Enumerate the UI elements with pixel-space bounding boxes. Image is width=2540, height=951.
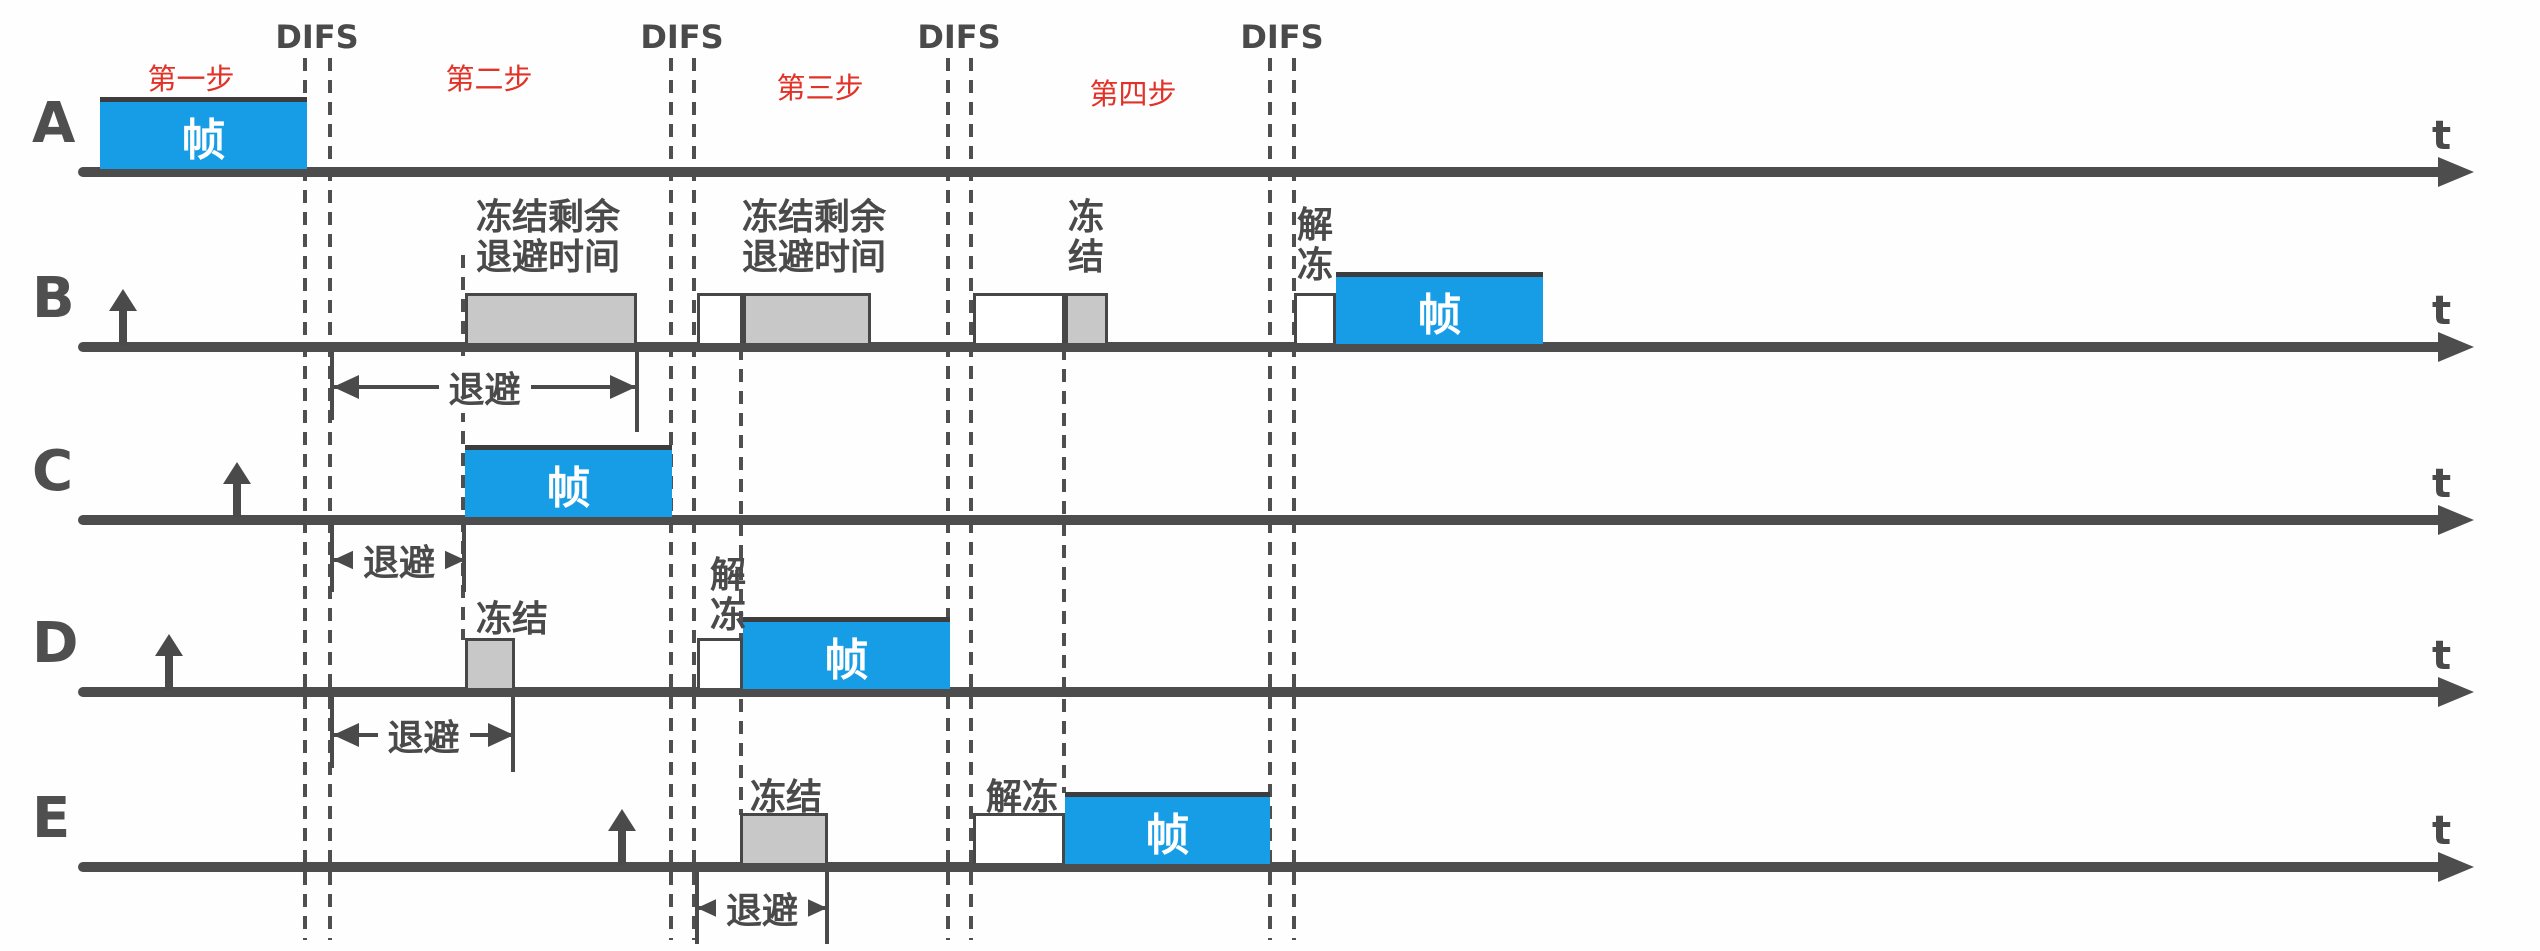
unfreeze-label-b4: 解 冻 xyxy=(1296,205,1334,286)
difs-label: DIFS xyxy=(640,18,724,56)
frame-label-C: 帧 xyxy=(546,462,591,514)
backoff-arrow-E: 退避 xyxy=(697,882,827,934)
row-label-B: B xyxy=(32,266,75,331)
dimension-extension-line xyxy=(330,352,334,420)
frozen-backoff-box-B xyxy=(1065,293,1108,343)
difs-label: DIFS xyxy=(1240,18,1324,56)
timeline-C xyxy=(78,515,2438,525)
frame-label-A: 帧 xyxy=(181,114,226,166)
event-connector-dashed-line xyxy=(739,347,743,815)
time-axis-label-B: t xyxy=(2432,288,2452,334)
backoff-arrow-B: 退避 xyxy=(333,361,636,413)
freeze-label-b3: 冻 结 xyxy=(1067,197,1105,278)
backoff-label-C: 退避 xyxy=(352,534,446,586)
backoff-arrow-D: 退避 xyxy=(333,709,514,761)
frame-arrival-arrow-B xyxy=(109,289,137,345)
timeline-arrowhead-A xyxy=(2438,157,2474,187)
resumed-backoff-box-B xyxy=(1294,293,1336,343)
freeze-remaining-backoff-label-2: 冻结剩余 退避时间 xyxy=(741,197,887,278)
time-axis-label-A: t xyxy=(2432,113,2452,159)
freeze-label-d: 冻结 xyxy=(475,599,549,640)
difs-dashed-line xyxy=(1292,58,1296,940)
difs-dashed-line xyxy=(1268,58,1272,940)
backoff-label-D: 退避 xyxy=(377,709,470,761)
timeline-arrowhead-D xyxy=(2438,677,2474,707)
backoff-arrow-C: 退避 xyxy=(333,534,465,586)
time-axis-label-C: t xyxy=(2432,461,2452,507)
row-label-E: E xyxy=(32,786,71,851)
row-label-D: D xyxy=(32,611,79,676)
frozen-backoff-box-E xyxy=(740,813,828,863)
difs-dashed-line xyxy=(328,58,332,940)
resumed-backoff-box-D xyxy=(697,638,743,688)
time-axis-label-E: t xyxy=(2432,808,2452,854)
timeline-arrowhead-C xyxy=(2438,505,2474,535)
arrow-head-right xyxy=(488,723,514,747)
frozen-backoff-box-B xyxy=(743,293,871,343)
difs-dashed-line xyxy=(946,58,950,940)
timeline-arrowhead-E xyxy=(2438,852,2474,882)
frame-box-E: 帧 xyxy=(1065,792,1270,864)
arrival-arrow-shaft xyxy=(165,650,173,690)
frame-box-A: 帧 xyxy=(100,97,307,169)
arrow-head-left xyxy=(333,375,359,399)
dimension-extension-line xyxy=(330,697,334,768)
backoff-label-B: 退避 xyxy=(438,361,531,413)
arrival-arrow-head xyxy=(155,634,183,656)
frame-arrival-arrow-D xyxy=(155,634,183,690)
frame-arrival-arrow-E xyxy=(608,809,636,865)
unfreeze-label-e: 解冻 xyxy=(985,777,1059,818)
event-connector-dashed-line xyxy=(461,255,465,640)
frozen-backoff-box-B xyxy=(465,293,637,343)
timeline-E xyxy=(78,862,2438,872)
backoff-label-E: 退避 xyxy=(715,882,809,934)
row-label-C: C xyxy=(32,439,74,504)
unfreeze-label-d: 解 冻 xyxy=(709,555,747,636)
dimension-extension-line xyxy=(825,872,829,944)
step-label-4: 第四步 xyxy=(1089,77,1177,111)
frozen-backoff-box-D xyxy=(465,638,515,688)
time-axis-label-D: t xyxy=(2432,633,2452,679)
dimension-extension-line xyxy=(635,352,639,432)
timeline-B xyxy=(78,342,2438,352)
resumed-backoff-box-B xyxy=(973,293,1065,343)
frame-box-B: 帧 xyxy=(1336,272,1543,344)
timeline-A xyxy=(78,167,2438,177)
arrival-arrow-head xyxy=(109,289,137,311)
frame-label-E: 帧 xyxy=(1145,809,1190,861)
frame-label-B: 帧 xyxy=(1417,289,1462,341)
difs-label: DIFS xyxy=(917,18,1001,56)
resumed-backoff-box-E xyxy=(973,813,1065,863)
difs-dashed-line xyxy=(692,58,696,940)
frame-box-D: 帧 xyxy=(743,617,950,689)
timeline-D xyxy=(78,687,2438,697)
freeze-label-e: 冻结 xyxy=(749,777,823,818)
step-label-2: 第二步 xyxy=(445,62,533,96)
difs-dashed-line xyxy=(303,58,307,940)
freeze-remaining-backoff-label-1: 冻结剩余 退避时间 xyxy=(475,197,621,278)
timeline-arrowhead-B xyxy=(2438,332,2474,362)
arrow-head-right xyxy=(610,375,636,399)
row-label-A: A xyxy=(32,91,76,156)
frame-label-D: 帧 xyxy=(824,634,869,686)
arrow-head-left xyxy=(333,723,359,747)
arrival-arrow-shaft xyxy=(233,478,241,518)
arrival-arrow-shaft xyxy=(618,825,626,865)
step-label-1: 第一步 xyxy=(147,62,235,96)
frame-arrival-arrow-C xyxy=(223,462,251,518)
arrival-arrow-head xyxy=(608,809,636,831)
difs-dashed-line xyxy=(969,58,973,940)
difs-label: DIFS xyxy=(275,18,359,56)
step-label-3: 第三步 xyxy=(776,71,864,105)
arrival-arrow-head xyxy=(223,462,251,484)
event-connector-dashed-line xyxy=(1062,347,1066,793)
arrival-arrow-shaft xyxy=(119,305,127,345)
frame-box-C: 帧 xyxy=(465,445,672,517)
resumed-backoff-box-B xyxy=(697,293,743,343)
dimension-extension-line xyxy=(330,525,334,592)
